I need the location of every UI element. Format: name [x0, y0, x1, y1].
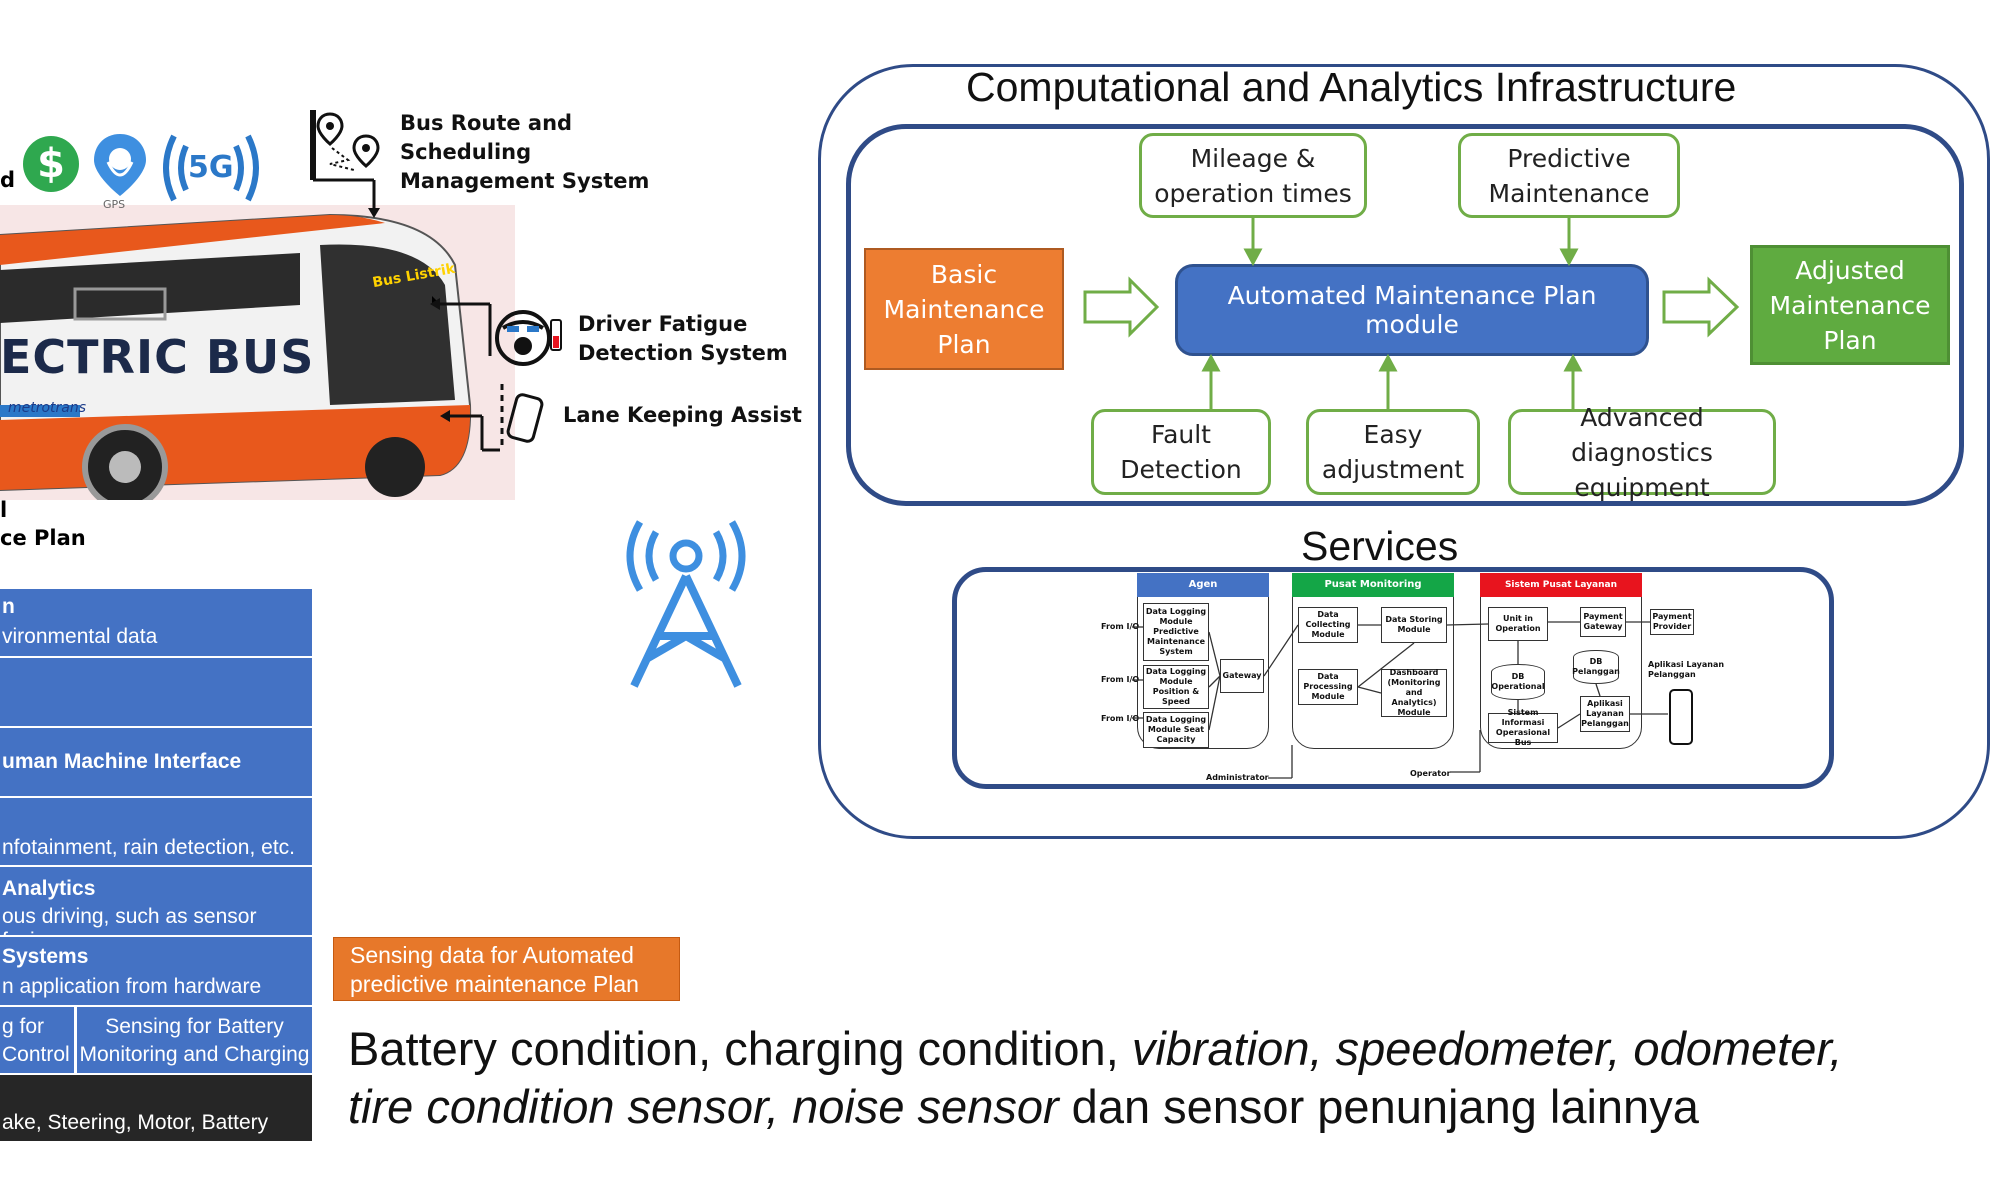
service-header-agen: Agen — [1137, 573, 1269, 597]
arch-layer-subtitle: n application from hardware — [2, 975, 262, 998]
arch-layer-title: uman Machine Interface — [2, 750, 242, 773]
svc-module: Data Logging Module Position & Speed — [1143, 665, 1209, 709]
arch-layer-title: n — [2, 595, 15, 618]
arch-layer-infotainment: nfotainment, rain detection, etc. — [0, 796, 312, 865]
mileage-box: Mileage & operation times — [1139, 133, 1367, 218]
svc-module: DB Pelanggan — [1572, 650, 1620, 684]
infrastructure-title: Computational and Analytics Infrastructu… — [966, 64, 1737, 110]
arch-sub-battery: Sensing for Battery Monitoring and Charg… — [77, 1005, 312, 1073]
advanced-diagnostics-box: Advanced diagnostics equipment — [1508, 403, 1776, 502]
smartphone-icon — [1669, 689, 1693, 745]
arch-layer-subtitle: nfotainment, rain detection, etc. — [2, 836, 296, 859]
predictive-maintenance-box: Predictive Maintenance — [1458, 133, 1680, 218]
administrator-label: Administrator — [1206, 773, 1269, 782]
adjusted-maintenance-plan: Adjusted Maintenance Plan — [1750, 245, 1950, 365]
wireless-5g-icon — [163, 134, 259, 202]
arch-layer-hmi: uman Machine Interface — [0, 726, 312, 796]
easy-adjustment-box: Easy adjustment — [1306, 409, 1480, 495]
svc-module: Dashboard (Monitoring and Analytics) Mod… — [1381, 668, 1447, 717]
arch-layer-title: Systems — [2, 945, 89, 968]
automated-maintenance-module: Automated Maintenance Plan module — [1175, 264, 1649, 356]
service-header-monitoring: Pusat Monitoring — [1292, 573, 1454, 597]
gps-pin-icon — [94, 134, 146, 196]
svc-module: Payment Gateway — [1580, 607, 1626, 637]
bus-side-text: ECTRIC BUS — [0, 330, 315, 384]
svc-module: Data Logging Module Seat Capacity — [1143, 712, 1209, 748]
gps-caption: GPS — [103, 198, 126, 211]
svc-gateway: Gateway — [1220, 659, 1264, 693]
dollar-icon: $ — [23, 136, 79, 192]
fault-detection-box: Fault Detection — [1091, 409, 1271, 495]
driver-fatigue-connector — [430, 296, 492, 356]
arch-layer-hardware: ake, Steering, Motor, Battery — [0, 1073, 312, 1141]
arch-layer-systems: Systems n application from hardware — [0, 935, 312, 1005]
infrastructure-outer-frame — [818, 64, 1990, 839]
arch-layer-subtitle: vironmental data — [2, 625, 158, 648]
driver-fatigue-label: Driver Fatigue Detection System — [578, 312, 788, 365]
plan-fragment-2: ce Plan — [0, 526, 86, 550]
svc-module: Data Storing Module — [1381, 607, 1447, 643]
lane-keeping-connector — [440, 384, 544, 452]
sensor-text-italic: tire condition sensor, noise sensor — [348, 1080, 1059, 1133]
sensing-data-box: Sensing data for Automated predictive ma… — [333, 937, 680, 1001]
antenna-tower-icon — [626, 520, 746, 688]
lane-keeping-label: Lane Keeping Assist — [563, 403, 802, 427]
brand-text: metrotrans — [8, 400, 87, 416]
bus-illustration — [0, 205, 515, 500]
arch-layer-environment: n vironmental data — [0, 587, 312, 656]
sensor-text-part: dan sensor penunjang lainnya — [1058, 1080, 1699, 1133]
svc-module: Unit in Operation — [1488, 607, 1548, 641]
svc-module: Payment Provider — [1650, 609, 1694, 635]
sensor-text-italic: vibration, speedometer, odometer, — [1131, 1022, 1843, 1075]
svc-module: Data Logging Module Predictive Maintenan… — [1143, 603, 1209, 661]
svc-module: DB Operational — [1491, 664, 1545, 700]
arch-sub-control: g for Control — [0, 1005, 74, 1073]
sensor-text-part: Battery condition, charging condition, — [348, 1022, 1132, 1075]
basic-maintenance-plan: Basic Maintenance Plan — [864, 248, 1064, 370]
service-header-customer: Sistem Pusat Layanan Pelanggan — [1480, 573, 1642, 614]
svc-module: Data Processing Module — [1298, 669, 1358, 705]
plan-fragment-1: l — [0, 498, 8, 522]
infrastructure-inner-frame — [846, 124, 1964, 506]
operator-label: Operator — [1410, 769, 1451, 778]
arch-layer-blank — [0, 656, 312, 726]
arch-layer-subtitle: ake, Steering, Motor, Battery — [2, 1111, 269, 1134]
route-map-icon — [310, 110, 380, 218]
sensor-description: Battery condition, charging condition, v… — [348, 1020, 1842, 1136]
arch-layer-title: Analytics — [2, 877, 96, 900]
svc-module: Sistem Informasi Operasional Bus — [1488, 708, 1558, 747]
services-frame — [952, 567, 1834, 789]
svc-module: Aplikasi Layanan Pelanggan — [1580, 696, 1630, 732]
svc-module: Data Collecting Module — [1298, 607, 1358, 643]
bus-route-label: Bus Route and Scheduling Management Syst… — [400, 111, 650, 193]
app-label: Aplikasi Layanan Pelanggan — [1648, 660, 1725, 679]
label-fragment-d: d — [0, 168, 16, 192]
fivg-label: 5G — [188, 150, 234, 185]
hollow-arrow-right — [1662, 276, 1740, 338]
services-title: Services — [1301, 523, 1459, 569]
hollow-arrow-left — [1083, 276, 1160, 338]
driver-face-icon — [495, 310, 562, 366]
